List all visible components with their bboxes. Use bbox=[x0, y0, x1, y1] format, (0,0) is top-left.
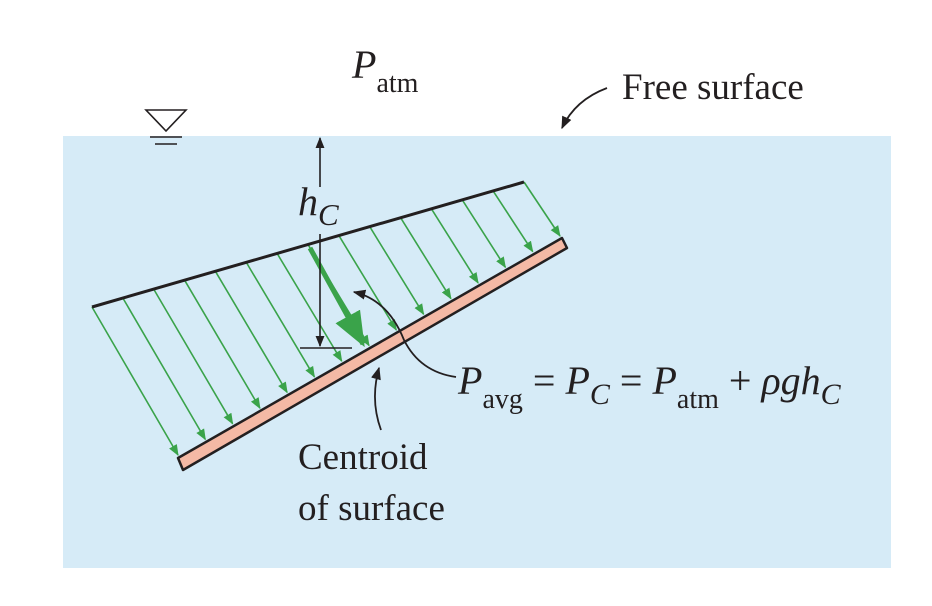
centroid-label-line2: of surface bbox=[298, 488, 445, 529]
free-surface-label: Free surface bbox=[622, 67, 804, 108]
pressure-arrow bbox=[245, 261, 316, 378]
pressure-arrow bbox=[461, 199, 507, 269]
equation-callout-arrow bbox=[352, 289, 457, 378]
pressure-arrow bbox=[122, 297, 206, 441]
free-surface-triangle-icon bbox=[144, 109, 188, 145]
average-pressure-equation: Pavg = PC = Patm + ρghC bbox=[457, 358, 842, 415]
pressure-arrow bbox=[430, 208, 479, 284]
pressure-arrow bbox=[523, 181, 561, 237]
centroid-depth-label: hC bbox=[298, 179, 339, 232]
pressure-arrow bbox=[369, 226, 425, 316]
water-region bbox=[63, 136, 891, 568]
average-pressure-arrow bbox=[307, 246, 366, 348]
free-surface-callout-arrow bbox=[561, 87, 608, 130]
centroid-label-line1: Centroid bbox=[298, 437, 428, 478]
inclined-plate bbox=[176, 236, 569, 472]
centroid-callout-arrow bbox=[371, 366, 382, 431]
pressure-arrow bbox=[183, 279, 261, 410]
pressure-arrow bbox=[153, 288, 234, 425]
atmospheric-pressure-label: Patm bbox=[351, 42, 419, 99]
pressure-arrow bbox=[492, 190, 534, 253]
pressure-arrow bbox=[276, 252, 343, 363]
pressure-envelope-line bbox=[91, 180, 525, 309]
pressure-arrow bbox=[91, 306, 179, 456]
pressure-arrow bbox=[214, 270, 288, 394]
pressure-arrow bbox=[399, 217, 452, 300]
pressure-arrow bbox=[338, 235, 397, 331]
